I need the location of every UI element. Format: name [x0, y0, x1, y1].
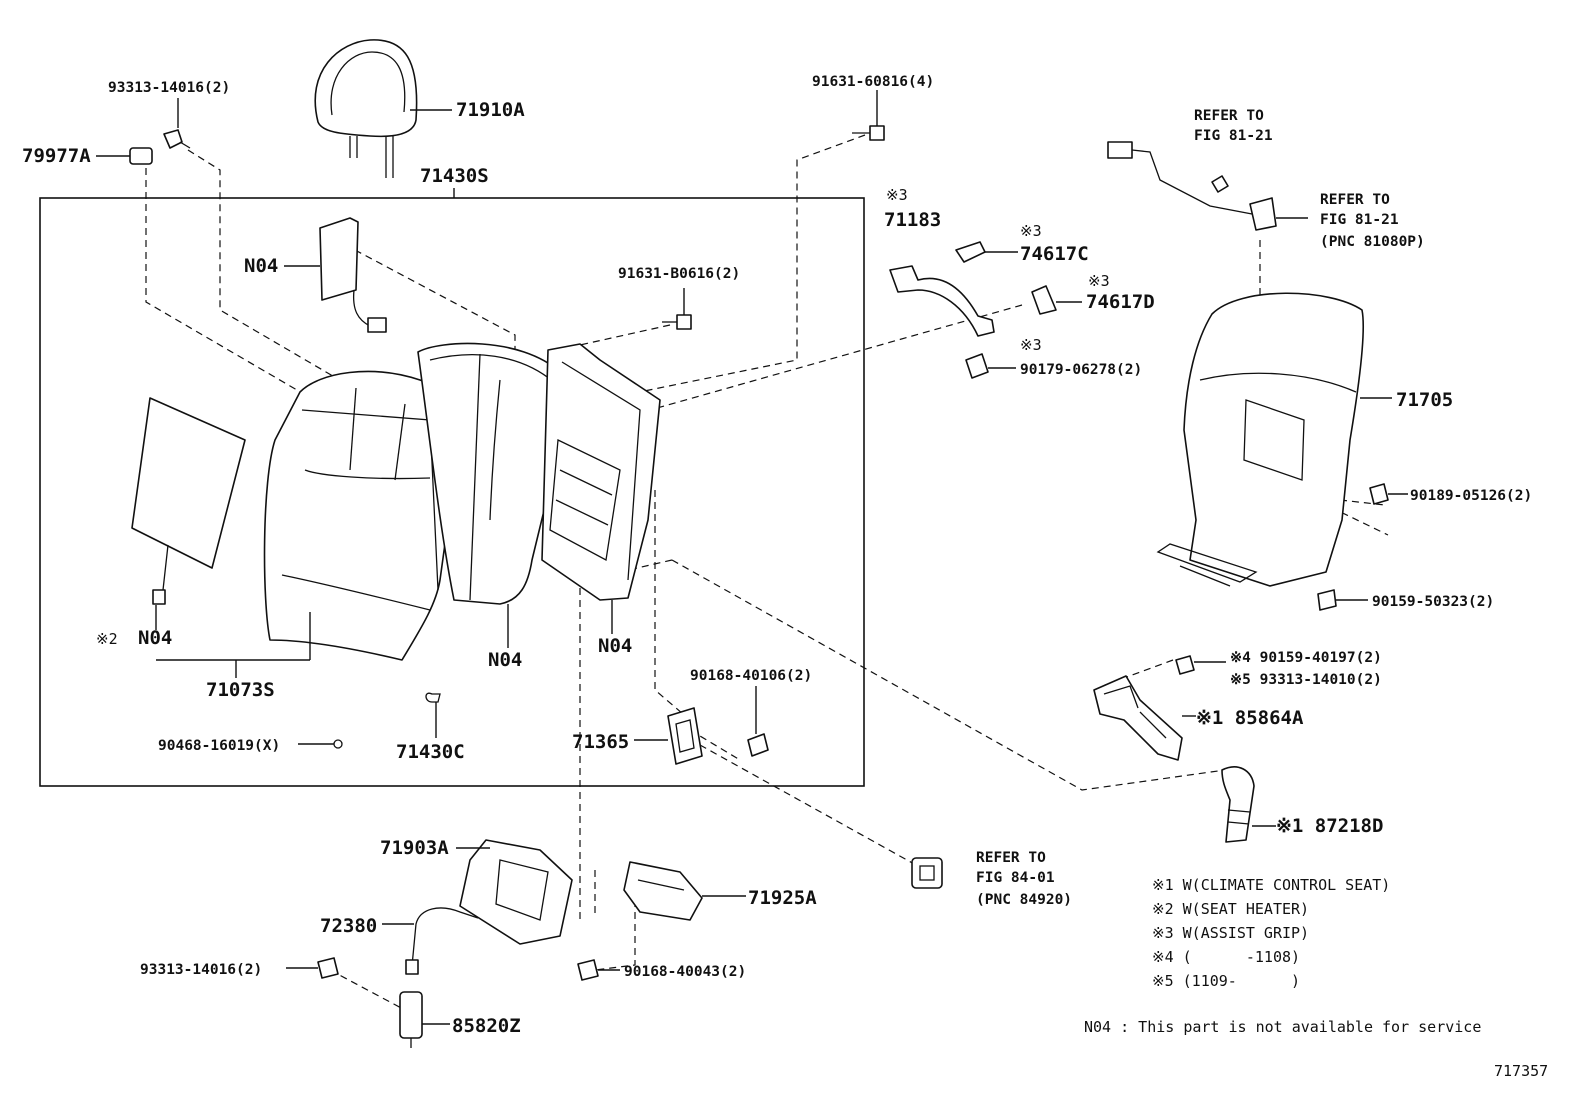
- label-91631-60816: 91631-60816(4): [812, 74, 934, 90]
- nut-90179-06278[interactable]: [965, 353, 989, 379]
- mark-74617d: ※3: [1088, 272, 1110, 290]
- label-71925a: 71925A: [748, 887, 817, 909]
- ref-right-line2: FIG 81-21: [1320, 212, 1399, 228]
- label-93313-14010: ※5 93313-14010(2): [1230, 672, 1382, 688]
- screw-90168-40106[interactable]: [747, 733, 769, 757]
- label-71430c: 71430C: [396, 741, 465, 763]
- harness-n04-upper[interactable]: [319, 217, 387, 333]
- label-n04-pad: N04: [488, 649, 522, 671]
- mark-71183: ※3: [886, 186, 908, 204]
- clip-79977a[interactable]: [129, 147, 153, 165]
- label-71183: 71183: [884, 209, 941, 231]
- assembly-box-71430s: [39, 197, 865, 787]
- label-90159-40197: ※4 90159-40197(2): [1230, 650, 1382, 666]
- label-90468-16019: 90468-16019(X): [158, 738, 280, 754]
- assist-grip-71183[interactable]: [889, 265, 995, 337]
- seat-back-cover-71073s[interactable]: [263, 370, 463, 661]
- label-90168-40106: 90168-40106(2): [690, 668, 812, 684]
- seat-back-board-71705[interactable]: [1156, 292, 1365, 587]
- motor-85820z[interactable]: [399, 991, 423, 1048]
- label-93313-14016-bottom: 93313-14016(2): [140, 962, 262, 978]
- label-71910a: 71910A: [456, 99, 525, 121]
- hook-71430c[interactable]: [425, 692, 441, 703]
- cover-71925a[interactable]: [623, 861, 703, 921]
- label-85820z: 85820Z: [452, 1015, 521, 1037]
- legend-item: ※5 (1109- ): [1152, 972, 1300, 990]
- label-93313-14016-top: 93313-14016(2): [108, 80, 230, 96]
- cover-74617d[interactable]: [1031, 285, 1057, 315]
- screw-93313-14016-bottom[interactable]: [317, 957, 339, 979]
- label-71903a: 71903A: [380, 837, 449, 859]
- hog-ring-90468-16019[interactable]: [333, 739, 343, 749]
- label-90159-50323: 90159-50323(2): [1372, 594, 1494, 610]
- label-85864a: ※1 85864A: [1196, 707, 1304, 729]
- label-71365: 71365: [572, 731, 629, 753]
- mark-74617c: ※3: [1020, 222, 1042, 240]
- ref-bottom-line1: REFER TO: [976, 850, 1046, 866]
- wire-72380[interactable]: [405, 907, 479, 975]
- bolt-91631-b0616[interactable]: [662, 314, 692, 330]
- figure-id: 717357: [1494, 1062, 1548, 1080]
- part-labels: 71910A 71430S 93313-14016(2) 79977A N04 …: [22, 74, 1532, 1037]
- legend-item: ※2 W(SEAT HEATER): [1152, 900, 1309, 918]
- label-74617c: 74617C: [1020, 243, 1089, 265]
- duct-87218d[interactable]: [1221, 766, 1255, 843]
- footnote-n04: N04 : This part is not available for ser…: [1084, 1018, 1481, 1036]
- legend-item: ※1 W(CLIMATE CONTROL SEAT): [1152, 876, 1390, 894]
- seat-back-frame-n04[interactable]: [541, 343, 661, 601]
- switch-84920[interactable]: [911, 857, 943, 889]
- label-91631-b0616: 91631-B0616(2): [618, 266, 740, 282]
- label-72380: 72380: [320, 915, 377, 937]
- clip-90189-05126[interactable]: [1369, 483, 1389, 505]
- ref-bottom-line2: FIG 84-01: [976, 870, 1055, 886]
- ref-top-line1: REFER TO: [1194, 108, 1264, 124]
- cover-74617c[interactable]: [955, 241, 986, 263]
- seat-back-pad-n04[interactable]: [417, 342, 572, 605]
- mark-90179: ※3: [1020, 336, 1042, 354]
- label-79977a: 79977A: [22, 145, 91, 167]
- ref-right-line1: REFER TO: [1320, 192, 1390, 208]
- legend: ※1 W(CLIMATE CONTROL SEAT) ※2 W(SEAT HEA…: [1152, 876, 1390, 990]
- shield-71903a[interactable]: [459, 839, 573, 945]
- screw-93313-14016-top[interactable]: [163, 129, 191, 149]
- screw-90168-40043[interactable]: [577, 959, 599, 981]
- label-90189-05126: 90189-05126(2): [1410, 488, 1532, 504]
- ref-right-line3: (PNC 81080P): [1320, 234, 1425, 250]
- ref-bottom-line3: (PNC 84920): [976, 892, 1072, 908]
- duct-85864a[interactable]: [1093, 675, 1183, 761]
- label-71073s: 71073S: [206, 679, 275, 701]
- label-71705: 71705: [1396, 389, 1453, 411]
- screw-90159-40197[interactable]: [1175, 655, 1195, 675]
- mark-seat-heater: ※2: [96, 630, 118, 648]
- ref-top-line2: FIG 81-21: [1194, 128, 1273, 144]
- legend-item: ※3 W(ASSIST GRIP): [1152, 924, 1309, 942]
- headrest-71910a[interactable]: [314, 39, 418, 178]
- label-87218d: ※1 87218D: [1276, 815, 1383, 837]
- label-n04-heater: N04: [138, 627, 172, 649]
- label-71430s: 71430S: [420, 165, 489, 187]
- seat-heater-pad[interactable]: [131, 397, 246, 605]
- label-n04-frame: N04: [598, 635, 632, 657]
- bracket-71365[interactable]: [667, 707, 703, 765]
- label-n04-harness: N04: [244, 255, 278, 277]
- wire-harness-top-right[interactable]: [1107, 141, 1277, 231]
- screw-90159-50323[interactable]: [1317, 589, 1337, 611]
- legend-item: ※4 ( -1108): [1152, 948, 1300, 966]
- label-74617d: 74617D: [1086, 291, 1155, 313]
- label-90179-06278: 90179-06278(2): [1020, 362, 1142, 378]
- bolt-91631-60816[interactable]: [852, 125, 885, 141]
- label-90168-40043: 90168-40043(2): [624, 964, 746, 980]
